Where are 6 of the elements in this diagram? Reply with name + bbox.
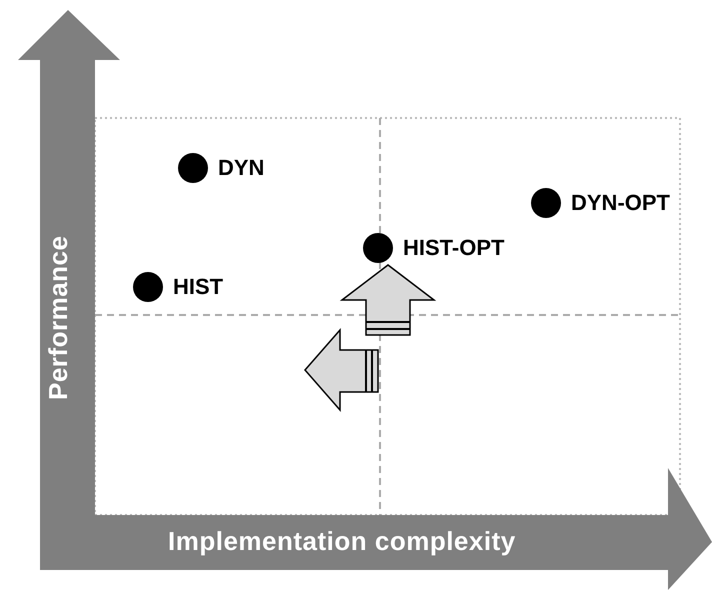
point-label: HIST — [173, 274, 224, 300]
axis-title: Implementation complexity — [168, 526, 516, 557]
point-label: DYN-OPT — [571, 190, 670, 216]
axis-title: Performance — [43, 236, 74, 400]
point-label: DYN — [218, 155, 264, 181]
point-label: HIST-OPT — [403, 235, 504, 261]
